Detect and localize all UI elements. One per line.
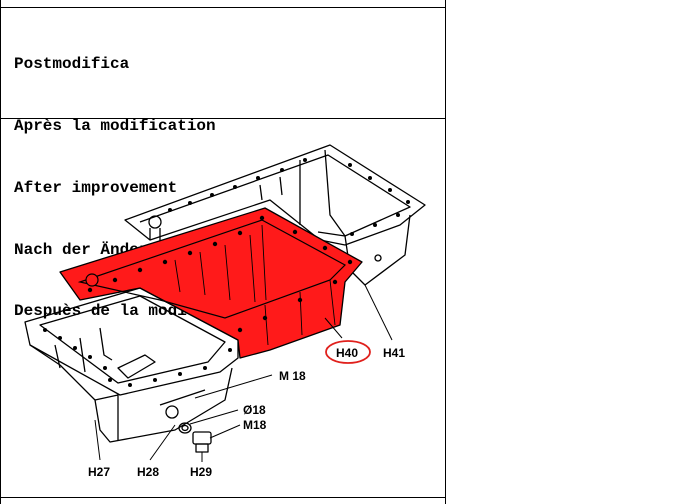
callout-h27: H27	[88, 465, 110, 479]
callout-h29: H29	[190, 465, 212, 479]
h40-highlight-circle	[325, 340, 371, 364]
leader-h41	[364, 284, 393, 341]
callout-h40: H40	[336, 346, 358, 360]
top-rule	[0, 7, 446, 8]
washer-h28	[178, 422, 192, 434]
callout-h41: H41	[383, 346, 405, 360]
header-line-english: After improvement	[14, 178, 178, 197]
oil-pan-diagram: H40 H41 M 18 Ø18 M18 H27 H28 H29	[24, 144, 426, 479]
leader-h27	[94, 419, 101, 461]
bottom-rule	[0, 497, 446, 498]
callout-m18-lower: M18	[243, 418, 267, 432]
leader-h40	[324, 317, 343, 339]
leader-m18-lower	[209, 424, 241, 439]
leader-m18-upper	[194, 374, 273, 399]
leader-h28	[149, 424, 176, 461]
header-divider	[0, 118, 446, 119]
callout-h28: H28	[137, 465, 159, 479]
drain-plug-h29	[192, 431, 212, 453]
leader-dia18	[189, 409, 239, 425]
header-line-french: Après la modification	[14, 116, 216, 135]
callout-m18-upper: M 18	[279, 369, 306, 383]
header-line-italian: Postmodifica	[14, 55, 130, 74]
modified-oil-pan-h40	[59, 207, 363, 359]
rear-oil-pan-h41	[124, 144, 426, 286]
callout-dia18: Ø18	[243, 403, 266, 417]
document-frame	[0, 0, 446, 504]
front-oil-pan-h27	[24, 287, 239, 443]
